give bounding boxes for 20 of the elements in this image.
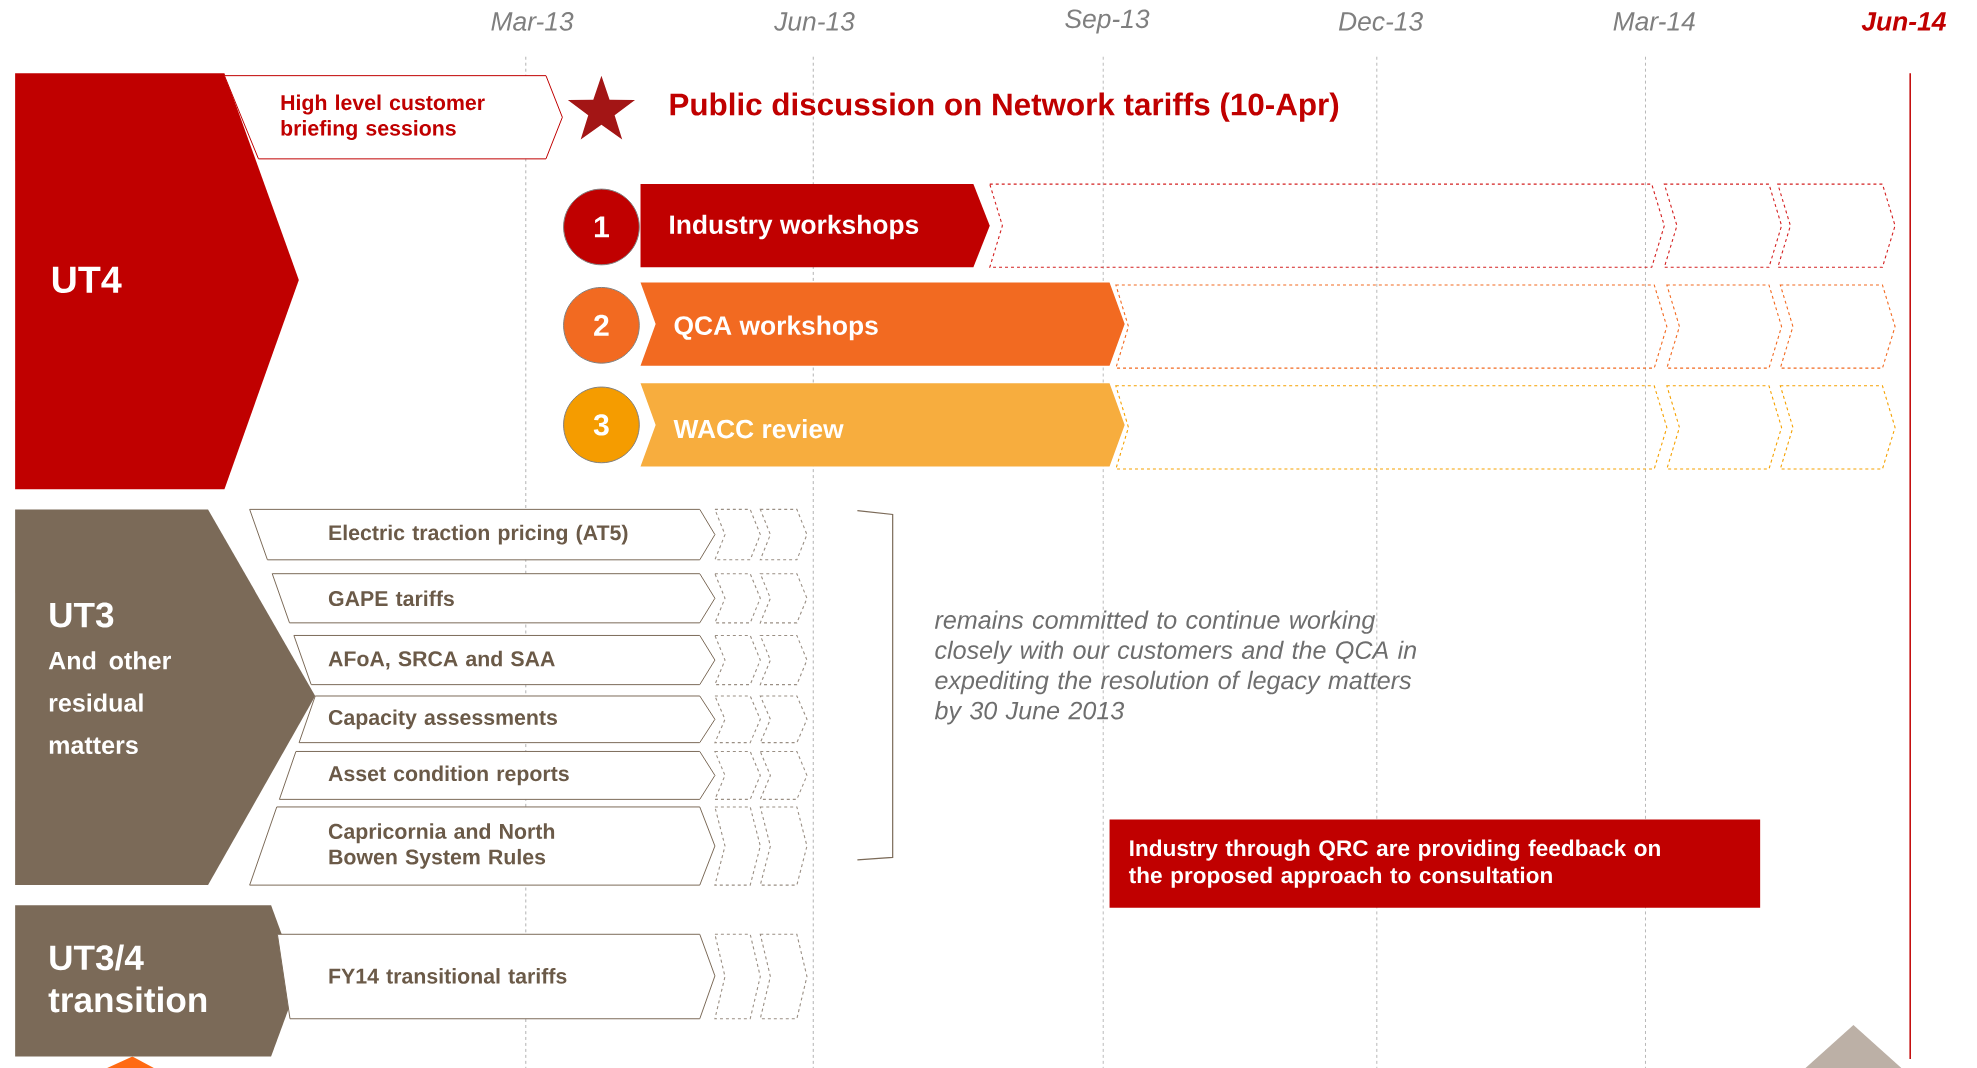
activity-banner: AFoA, SRCA and SAA <box>293 635 716 686</box>
activity-banner: Asset condition reports <box>278 751 716 800</box>
stage-banner: UT3/4 transition <box>15 905 299 1057</box>
note-box: Industry through QRC are providing feedback on the proposed approach to consultation <box>1109 819 1761 908</box>
heading: Public discussion on Network tariffs (10-Apr) <box>670 92 1339 122</box>
month-label: Dec-13 <box>1338 12 1423 31</box>
activity-banner: Capacity assessments <box>298 695 716 744</box>
activity-banner: High level customer briefing sessions <box>223 75 563 160</box>
month-label: Jun-14 <box>1861 12 1946 31</box>
month-label: Mar-13 <box>491 12 574 31</box>
activity-banner: Electric traction pricing (AT5) <box>249 508 716 561</box>
month-label: Mar-14 <box>1613 12 1695 31</box>
activity-banner: FY14 transitional tariffs <box>276 933 716 1020</box>
activity-bar: WACC review <box>640 383 1125 467</box>
stage-banner: UT3 And other residual matters <box>15 509 316 886</box>
month-label: Sep-13 <box>1065 9 1150 34</box>
activity-banner: GAPE tariffs <box>271 573 716 624</box>
month-label: Jun-13 <box>774 12 855 31</box>
note-text: remains committed to continue working closely with our customers and the QCA in expediting the resolution of legacy matters by 30 June 2013 <box>934 610 1416 725</box>
activity-banner: Capricornia and North Bowen System Rules <box>249 806 716 886</box>
